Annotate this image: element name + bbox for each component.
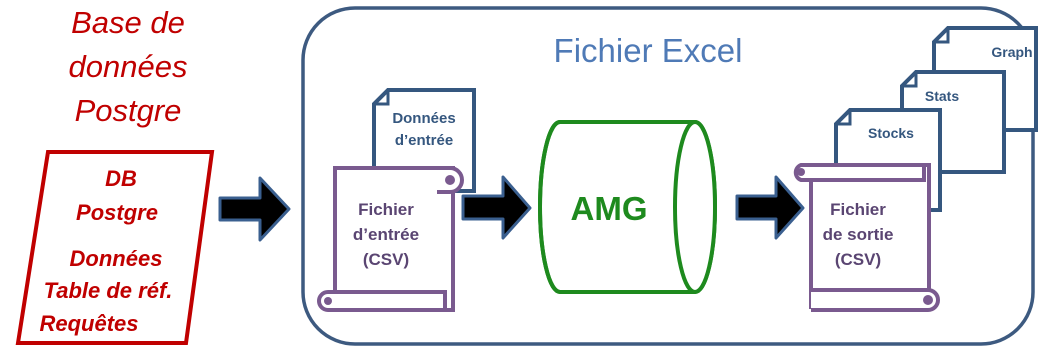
database-title-line-3: Postgre [75,93,182,128]
input-file-line-2: d’entrée [353,225,419,244]
output-file-line-1: Fichier [830,200,886,219]
database-line-donnees: Données [70,246,163,271]
database-box [15,150,215,345]
input-doc-line-2: d’entrée [395,132,453,149]
input-file-scroll: Fichier d’entrée (CSV) [317,166,464,312]
amg-label: AMG [571,190,648,227]
input-doc-line-1: Données [392,110,455,127]
database-line-table-ref: Table de réf. [44,278,173,303]
database-title-line-1: Base de [71,5,185,40]
stats-label: Stats [925,88,959,104]
output-file-scroll: Fichier de sortie (CSV) [793,163,940,312]
database-line-postgre: Postgre [76,200,158,225]
database-box-text: DB Postgre Données Table de réf. Requête… [39,166,172,336]
output-file-line-3: (CSV) [835,250,881,269]
input-file-line-1: Fichier [358,200,414,219]
database-title-line-2: données [69,49,188,84]
amg-cylinder: AMG [538,120,717,294]
graph-label: Graph [991,44,1032,60]
input-file-line-3: (CSV) [363,250,409,269]
database-line-requetes: Requêtes [39,311,138,336]
database-line-db: DB [105,166,137,191]
excel-title: Fichier Excel [554,32,743,69]
arrow-input-to-amg [461,175,532,240]
stocks-label: Stocks [868,125,914,141]
output-file-line-2: de sortie [823,225,894,244]
arrow-db-to-excel [218,176,291,242]
database-title: Base de données Postgre [69,5,188,128]
arrow-amg-to-output [735,175,805,240]
